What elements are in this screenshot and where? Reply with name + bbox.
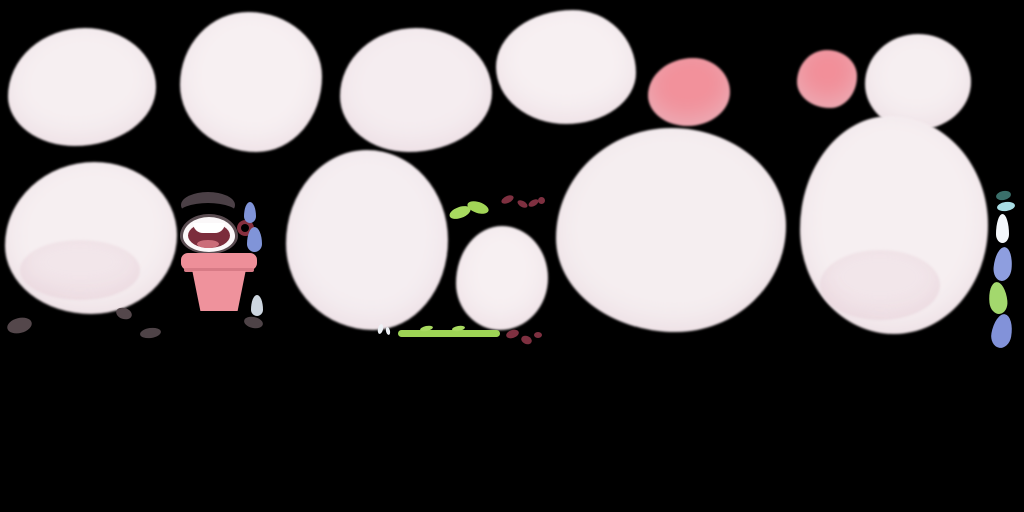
blue-petal-1 — [992, 246, 1014, 282]
mouth-tongue — [197, 240, 219, 248]
maroon-mark-1 — [500, 193, 515, 206]
pink-blob-small — [797, 50, 857, 108]
cloud-top-4 — [496, 10, 636, 124]
cyan-mark — [996, 200, 1016, 213]
maroon-ring-hole — [241, 224, 249, 232]
blue-drop-1 — [244, 202, 256, 223]
dark-bean-3 — [139, 326, 162, 340]
blue-drop-2 — [247, 227, 262, 252]
white-sparkle-1 — [376, 323, 385, 335]
cloud-top-3 — [340, 28, 492, 152]
cloud-mid-left-shade — [20, 240, 140, 300]
dark-bean-4 — [243, 315, 264, 330]
pot-rim — [181, 253, 257, 270]
white-drop — [996, 214, 1009, 243]
cloud-top-2 — [180, 12, 322, 152]
gray-drop — [251, 295, 263, 316]
maroon-bit-2 — [519, 334, 534, 346]
pot-rim-shadow — [184, 268, 254, 272]
cloud-big-2-shade — [820, 250, 940, 320]
maroon-bit-3 — [534, 332, 542, 338]
cloud-top-1 — [8, 28, 156, 146]
dark-bean-1 — [5, 315, 34, 336]
green-stem — [398, 330, 500, 337]
cloud-big-1 — [556, 128, 786, 332]
pot-body — [192, 271, 246, 311]
cloud-top-5 — [865, 34, 971, 130]
teal-mark — [995, 189, 1012, 202]
cloud-mid-small — [456, 226, 548, 330]
maroon-bit-1 — [505, 328, 520, 340]
maroon-mark-2 — [516, 198, 529, 210]
pink-blob-large — [648, 58, 730, 126]
blue-petal-2 — [989, 312, 1015, 350]
sprout-leaf-2 — [465, 198, 491, 217]
green-petal — [987, 281, 1009, 315]
white-sparkle-2 — [385, 326, 391, 336]
maroon-mark-dot — [538, 197, 545, 204]
dark-bean-2 — [114, 305, 134, 322]
mouth-teeth — [193, 223, 225, 233]
cloud-mid-2 — [286, 150, 448, 330]
